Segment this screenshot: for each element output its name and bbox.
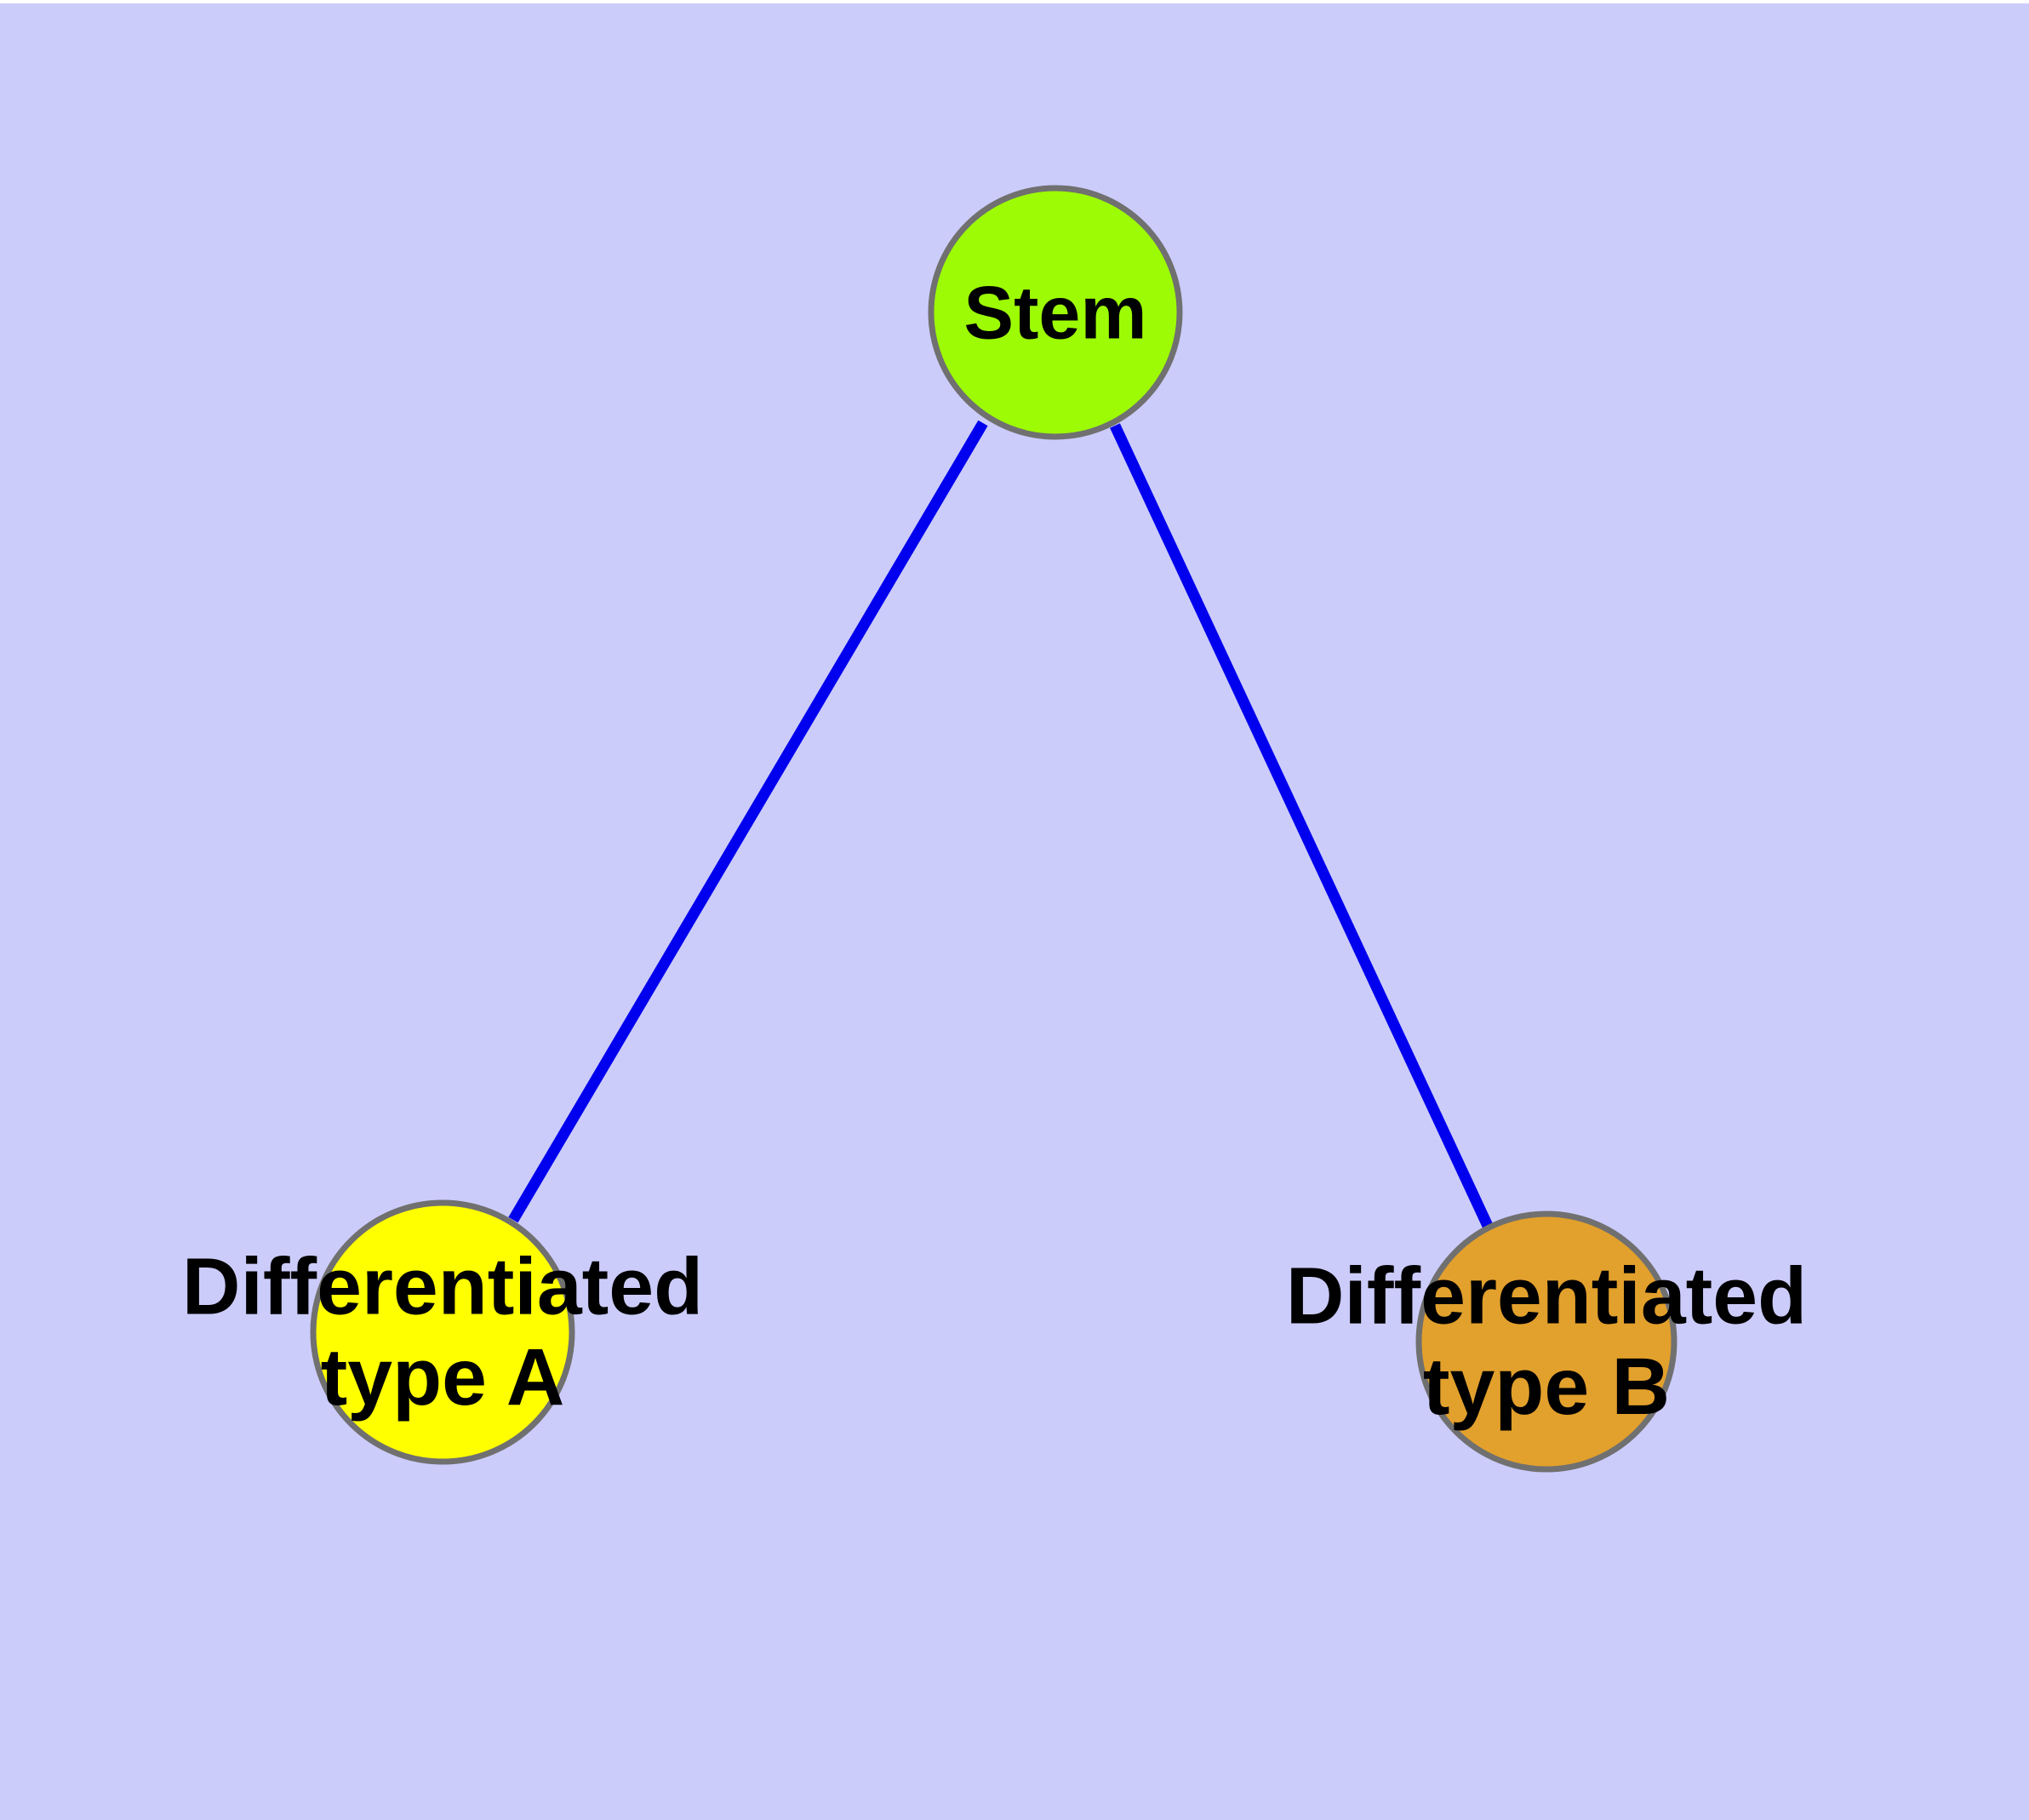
edge-stem-to-diff-b[interactable] [1110, 423, 1493, 1228]
node-stem-label: Stem [963, 271, 1146, 355]
node-differentiated-type-a-circle[interactable] [310, 1199, 575, 1465]
node-stem[interactable]: Stem [928, 185, 1183, 440]
edge-layer [508, 420, 1493, 1228]
edge-stem-to-diff-a[interactable] [508, 420, 988, 1223]
node-differentiated-type-b-circle[interactable] [1415, 1210, 1677, 1473]
node-stem-circle[interactable] [928, 185, 1183, 440]
